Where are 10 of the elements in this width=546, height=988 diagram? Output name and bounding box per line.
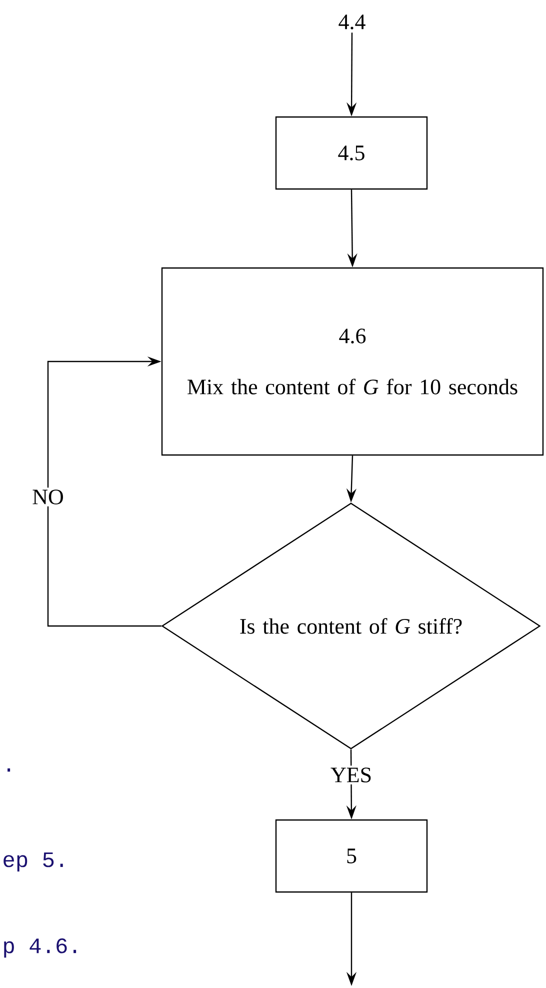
- process-box: 4.5: [275, 116, 428, 190]
- process-box: 4.6 Mix the content of G for 10 seconds: [161, 267, 544, 456]
- process-box: 5: [275, 819, 428, 893]
- note-text: ep 5.: [4, 852, 63, 872]
- arrow: [47, 356, 162, 627]
- note-text: .: [8, 768, 10, 772]
- note-text: p 4.6.: [4, 938, 76, 958]
- edge-label: YES: [328, 766, 374, 784]
- edge-label: NO: [30, 488, 66, 506]
- step-number: 4.4: [338, 14, 366, 30]
